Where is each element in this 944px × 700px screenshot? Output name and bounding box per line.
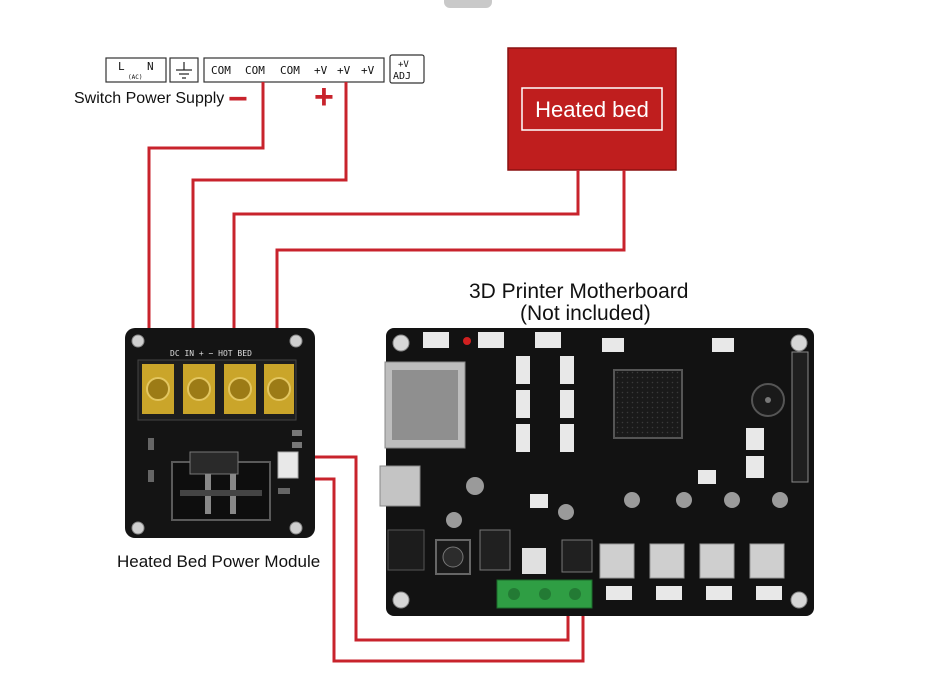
signal-connector [277,451,299,479]
terminal-box-dc [203,57,385,83]
wire-v-to-module [191,82,348,352]
power-module: DC IN + − HOT BED [125,328,315,538]
terminal-v-adj: +V [398,60,409,70]
power-supply-label: Switch Power Supply [74,90,225,107]
plus-symbol: + [314,78,334,116]
terminal-l: L [118,60,125,73]
wire-module-to-board-1 [300,455,570,642]
module-label: Heated Bed Power Module [117,552,321,571]
terminal-box-ac [105,57,167,83]
terminal-v-3: +V [361,64,375,77]
ground-icon [176,62,192,79]
mount-hole [289,334,303,348]
screw-terminals [142,364,294,414]
wire-module-to-board-2 [300,477,585,663]
terminal-v-2: +V [337,64,351,77]
mount-hole [131,521,145,535]
green-terminals [496,579,593,609]
wires [147,82,626,663]
terminal-box-adj [389,54,425,84]
microcontroller-chip [613,369,683,439]
terminal-ac: (AC) [128,74,142,81]
wire-bed-to-module-1 [232,170,580,352]
wire-com-to-module [147,82,265,352]
terminal-adj: ADJ [393,71,411,82]
terminal-com-2: COM [245,64,265,77]
heated-bed-label: Heated bed [535,97,649,122]
terminal-n: N [147,60,154,73]
power-supply-terminals: L N (AC) COM COM COM +V +V +V +V ADJ [105,54,425,84]
motherboard-title: 3D Printer Motherboard [469,280,689,303]
motherboard [379,328,814,616]
terminal-v-1: +V [314,64,328,77]
mount-hole [131,334,145,348]
motherboard-subtitle: (Not included) [520,302,651,325]
module-terminal-text: DC IN + − HOT BED [170,349,252,358]
wire-bed-to-module-2 [275,170,626,352]
heated-bed: Heated bed [507,47,677,171]
terminal-com-3: COM [280,64,300,77]
usb-port [379,465,421,507]
stepper-drivers [599,543,785,600]
minus-symbol: − [228,80,248,118]
terminal-com-1: COM [211,64,231,77]
top-tab [444,0,492,8]
mount-hole [289,521,303,535]
